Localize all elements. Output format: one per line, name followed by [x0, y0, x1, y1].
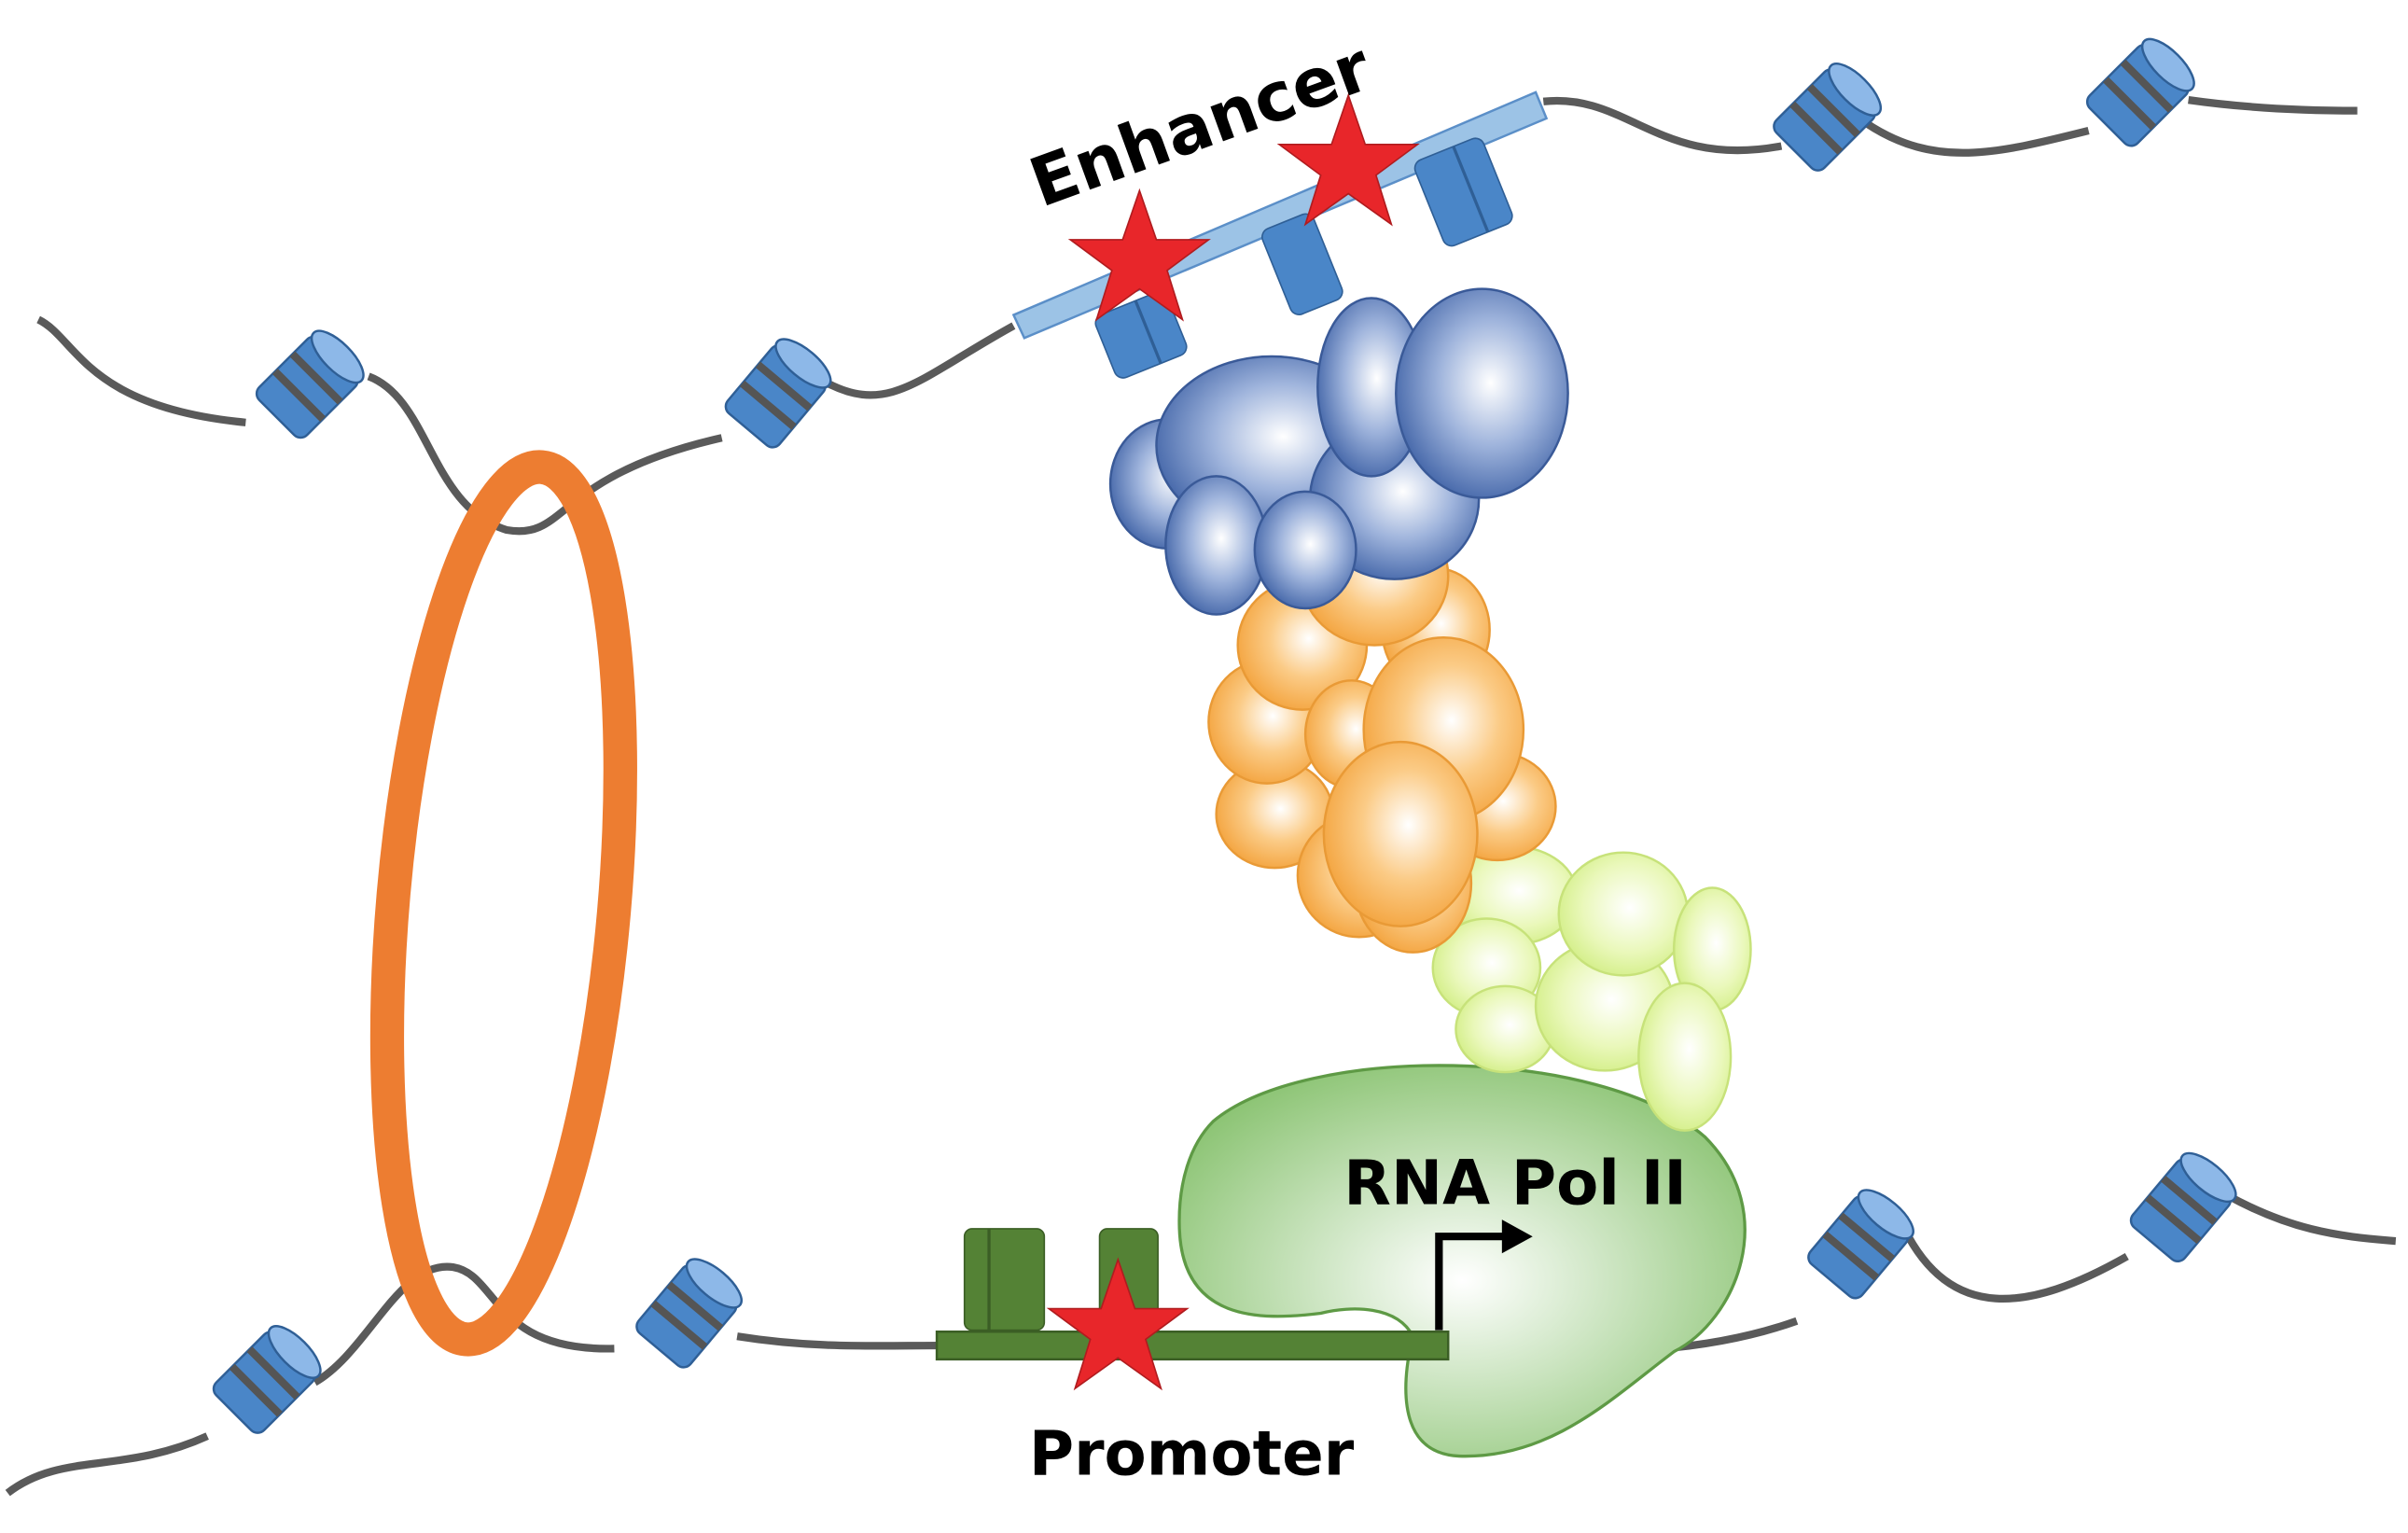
dna-strand-top — [36, 96, 2358, 536]
nucleosome — [2125, 1144, 2245, 1267]
nucleosome — [2081, 30, 2204, 151]
transcription-factor — [1261, 213, 1343, 315]
cohesin-ring — [369, 450, 637, 1357]
arrow-right-icon — [1435, 1219, 1533, 1331]
transcription-factor — [963, 1228, 1046, 1331]
nucleosome — [1769, 54, 1890, 175]
nucleosome — [208, 1317, 330, 1438]
mediator-complex-orange — [1207, 506, 1557, 954]
rna-pol-ii — [1177, 1064, 1747, 1458]
promoter-label: Promoter — [1029, 1417, 1355, 1489]
promoter-region — [935, 1331, 1450, 1361]
transcription-factor — [1094, 291, 1188, 379]
transcription-factor — [1413, 137, 1513, 247]
mediator-complex-lime — [1431, 844, 1752, 1132]
nucleosome — [632, 1249, 750, 1373]
nucleosome — [251, 322, 373, 443]
star-icon — [1048, 1259, 1189, 1389]
mediator-complex-blue — [1108, 287, 1569, 616]
nucleosome — [1803, 1180, 1922, 1303]
rna-pol-ii-label: RNA Pol II — [1343, 1148, 1687, 1219]
nucleosome — [720, 329, 840, 453]
